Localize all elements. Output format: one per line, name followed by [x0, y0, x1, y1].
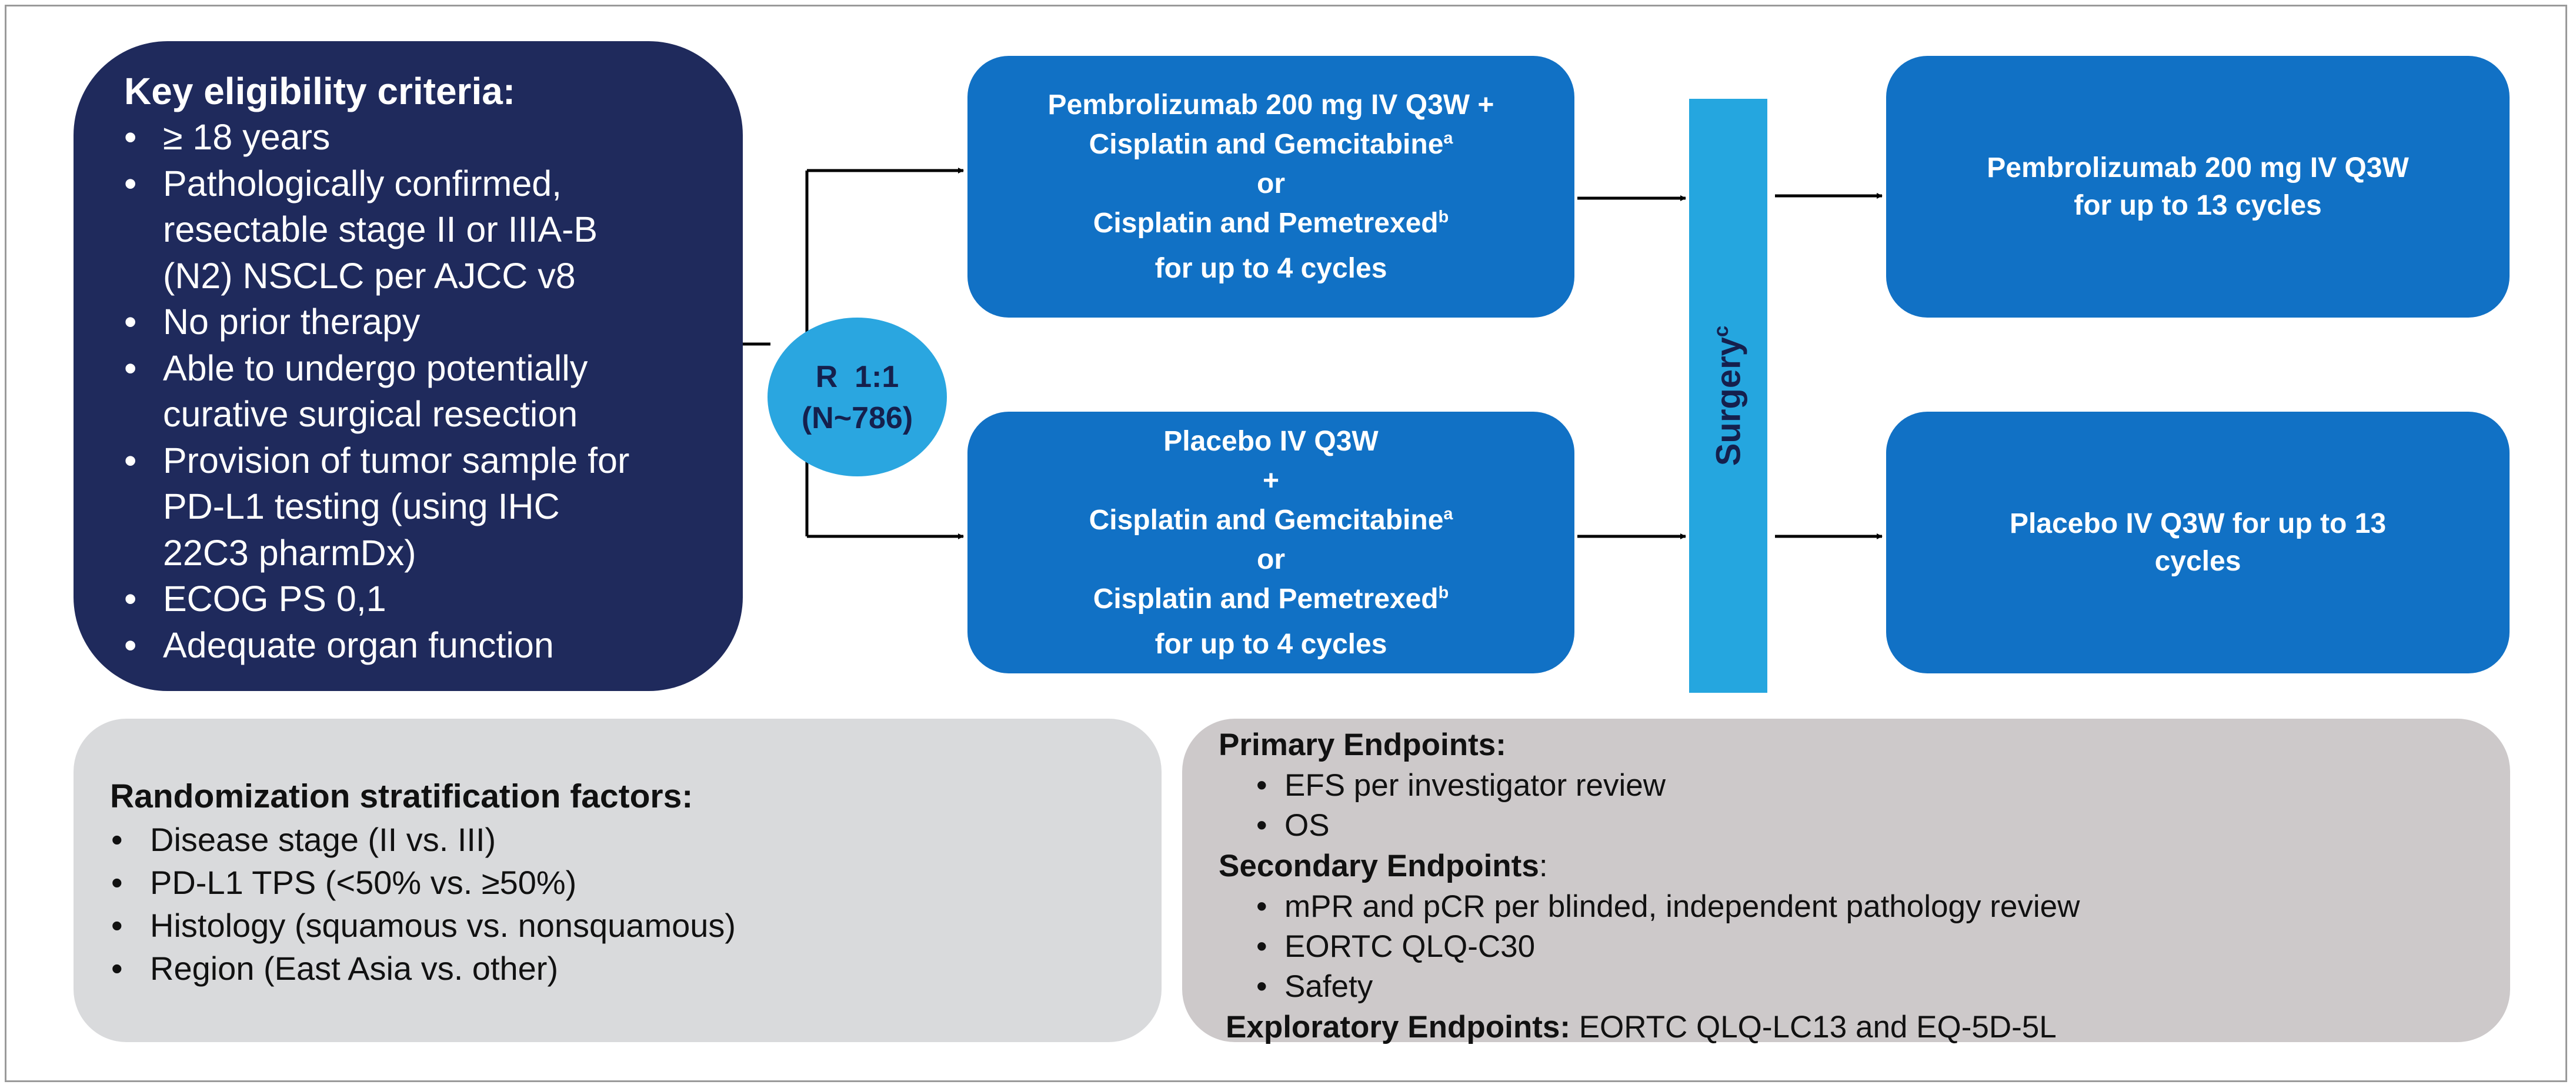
stratification-item: Histology (squamous vs. nonsquamous) — [110, 904, 1162, 947]
eligibility-panel: Key eligibility criteria: ≥ 18 years Pat… — [74, 41, 743, 691]
arm1-line: or — [1257, 168, 1285, 199]
arm2-line: Placebo IV Q3W — [1163, 425, 1379, 457]
endpoints-panel: Primary Endpoints: EFS per investigator … — [1182, 719, 2510, 1044]
arm2-adjuvant-line: cycles — [2154, 545, 2241, 577]
stratification-title: Randomization stratification factors: — [110, 777, 693, 815]
randomization-circle: R 1:1 (N~786) — [768, 318, 947, 476]
stratification-list: Disease stage (II vs. III) PD-L1 TPS (<5… — [110, 818, 1162, 990]
stratification-panel: Randomization stratification factors: Di… — [74, 719, 1162, 1042]
arm1-adjuvant-line: for up to 13 cycles — [2074, 189, 2322, 221]
arm2-line: + — [1262, 465, 1280, 496]
arm2-line: Cisplatin and Pemetrexedb — [1093, 583, 1449, 615]
arm1-line: Cisplatin and Pemetrexedb — [1093, 208, 1449, 239]
secondary-endpoints-title: Secondary Endpoints: — [1219, 849, 1548, 883]
arm1-adjuvant-line: Pembrolizumab 200 mg IV Q3W — [1987, 152, 2409, 183]
surgery-label: Surgeryc — [1709, 325, 1747, 466]
arm1-adjuvant-box: Pembrolizumab 200 mg IV Q3W for up to 13… — [1886, 56, 2510, 318]
arm1-line: for up to 4 cycles — [1154, 253, 1387, 284]
eligibility-item: Pathologically confirmed, — [124, 161, 719, 207]
arm2-adjuvant-line: Placebo IV Q3W for up to 13 — [2009, 508, 2387, 539]
eligibility-item-continued: resectable stage II or IIIA-B — [163, 209, 598, 249]
endpoint-item: OS — [1219, 806, 2510, 846]
arm2-line: Cisplatin and Gemcitabinea — [1089, 504, 1453, 536]
eligibility-item: Provision of tumor sample for — [124, 438, 719, 484]
arm2-adjuvant-box: Placebo IV Q3W for up to 13 cycles — [1886, 412, 2510, 673]
eligibility-item: Adequate organ function — [124, 622, 719, 669]
eligibility-item: No prior therapy — [124, 299, 719, 345]
eligibility-item-continued: (N2) NSCLC per AJCC v8 — [163, 255, 576, 296]
endpoint-item: Safety — [1219, 967, 2510, 1007]
primary-endpoints-title: Primary Endpoints: — [1219, 727, 1506, 762]
stratification-item: PD-L1 TPS (<50% vs. ≥50%) — [110, 861, 1162, 904]
eligibility-item: Able to undergo potentially — [124, 345, 719, 392]
eligibility-title: Key eligibility criteria: — [124, 70, 516, 112]
eligibility-item: ≥ 18 years — [124, 114, 719, 161]
eligibility-item: ECOG PS 0,1 — [124, 576, 719, 622]
arm1-neoadjuvant-box: Pembrolizumab 200 mg IV Q3W + Cisplatin … — [967, 56, 1574, 318]
primary-endpoints-list: EFS per investigator review OS — [1219, 766, 2510, 846]
arm2-neoadjuvant-box: Placebo IV Q3W + Cisplatin and Gemcitabi… — [967, 412, 1574, 673]
endpoint-item: EORTC QLQ-C30 — [1219, 927, 2510, 967]
stratification-item: Disease stage (II vs. III) — [110, 818, 1162, 861]
randomization-n: (N~786) — [801, 401, 913, 435]
eligibility-item-continued: 22C3 pharmDx) — [163, 532, 416, 573]
arm1-line: Cisplatin and Gemcitabinea — [1089, 129, 1453, 160]
figure-frame — [5, 5, 2567, 1082]
arm1-line: Pembrolizumab 200 mg IV Q3W + — [1047, 89, 1494, 121]
eligibility-list: ≥ 18 years Pathologically confirmed, res… — [124, 114, 719, 668]
exploratory-endpoints: Exploratory Endpoints: EORTC QLQ-LC13 an… — [1226, 1010, 2057, 1044]
secondary-endpoints-list: mPR and pCR per blinded, independent pat… — [1219, 887, 2510, 1007]
randomization-ratio: R 1:1 — [815, 360, 899, 394]
endpoint-item: mPR and pCR per blinded, independent pat… — [1219, 887, 2510, 927]
surgery-bar: Surgeryc — [1689, 99, 1767, 693]
arm2-line: or — [1257, 543, 1285, 575]
endpoint-item: EFS per investigator review — [1219, 766, 2510, 806]
arm2-line: for up to 4 cycles — [1154, 628, 1387, 660]
stratification-item: Region (East Asia vs. other) — [110, 947, 1162, 990]
eligibility-item-continued: curative surgical resection — [163, 394, 578, 434]
eligibility-item-continued: PD-L1 testing (using IHC — [163, 486, 560, 526]
